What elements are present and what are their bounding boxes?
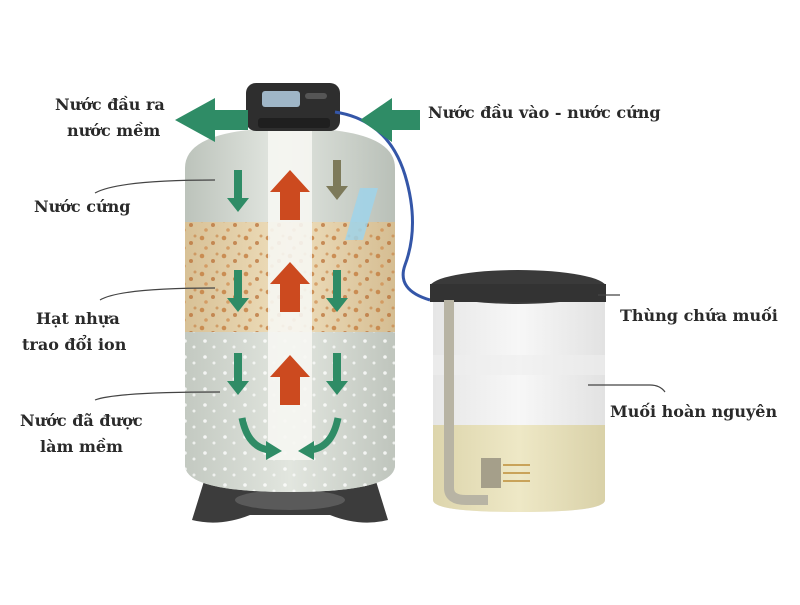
softened-label-line2: làm mềm (40, 437, 123, 456)
outlet-soft-water-label: Nước đầu ra nước mềm (55, 92, 165, 144)
tank-base-inner (235, 490, 345, 510)
regeneration-salt-label: Muối hoàn nguyên (610, 402, 778, 421)
inlet-arrow-icon (360, 98, 420, 142)
valve-display (262, 91, 300, 107)
brine-tank (430, 270, 606, 512)
brine-pipe (444, 300, 454, 488)
hard-water-label: Nước cứng (34, 197, 131, 216)
down-flow-arrows (227, 160, 348, 395)
up-flow-arrows (270, 170, 310, 405)
brine-tank-label: Thùng chứa muối (620, 306, 778, 325)
resin-label-line2: trao đổi ion (22, 335, 127, 354)
ion-exchange-resin-label: Hạt nhựa trao đổi ion (22, 306, 126, 358)
inlet-flow-indicator (345, 188, 378, 240)
outlet-label-line2: nước mềm (67, 121, 161, 140)
brine-valve (481, 458, 501, 488)
inlet-hard-water-label: Nước đầu vào - nước cứng (428, 103, 661, 122)
regeneration-salt (433, 425, 605, 512)
softened-water-label: Nước đã được làm mềm (20, 408, 143, 460)
resin-tank-body (185, 128, 395, 492)
softened-label-line1: Nước đã được (20, 411, 143, 430)
outlet-arrow-icon (175, 98, 248, 142)
outlet-label-line1: Nước đầu ra (55, 95, 165, 114)
resin-label-line1: Hạt nhựa (36, 309, 120, 328)
leader-lines (94, 179, 666, 401)
